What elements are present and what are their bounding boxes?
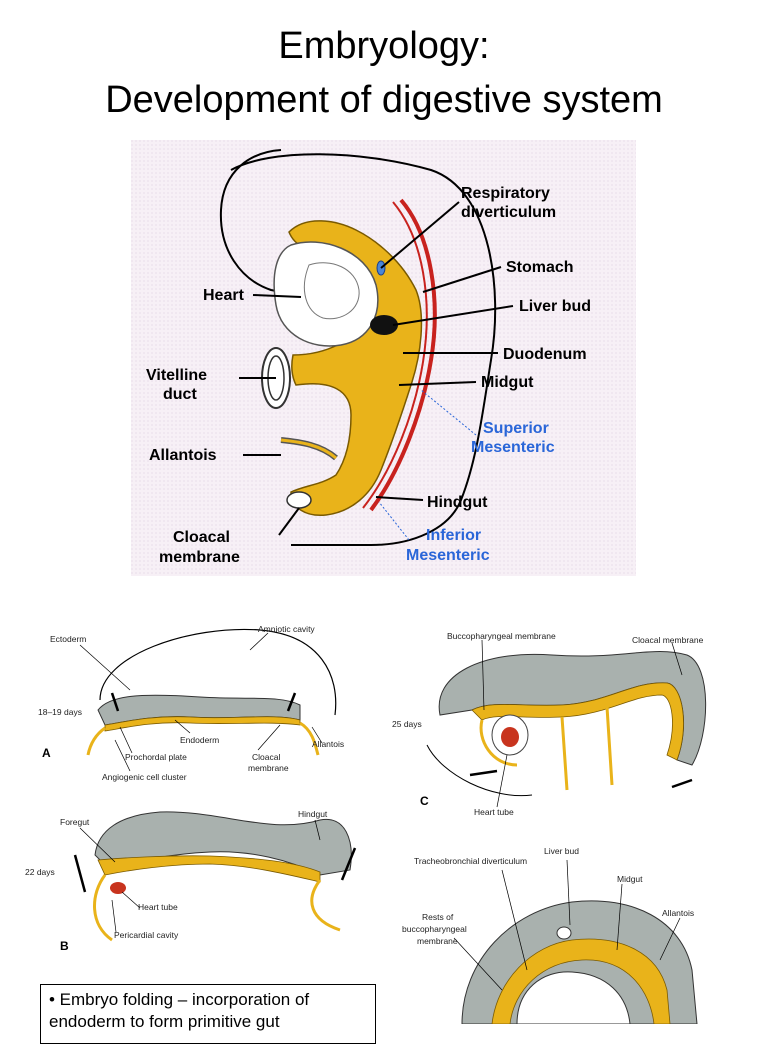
label-cloacal-1: Cloacal xyxy=(173,529,230,546)
leader-lines xyxy=(239,201,514,536)
head-fold-outline xyxy=(219,149,297,296)
label-vitelline-2: duct xyxy=(163,386,197,403)
panel-d-allantois: Allantois xyxy=(662,908,694,918)
panel-d-diagram: Tracheobronchial diverticulum Liver bud … xyxy=(402,846,698,1024)
panel-d-midgut: Midgut xyxy=(617,874,643,884)
label-hindgut: Hindgut xyxy=(427,494,488,511)
label-allantois: Allantois xyxy=(149,447,217,464)
panel-b-heart-tube: Heart tube xyxy=(138,902,178,912)
panel-d-tracheo: Tracheobronchial diverticulum xyxy=(414,856,527,866)
label-superior-2: Mesenteric xyxy=(471,439,555,456)
panel-a-endoderm: Endoderm xyxy=(180,735,219,745)
panel-b-pericardial: Pericardial cavity xyxy=(114,930,179,940)
panel-b-letter: B xyxy=(60,939,69,953)
panel-c-bucco: Buccopharyngeal membrane xyxy=(447,631,556,641)
panel-b-days: 22 days xyxy=(25,867,55,877)
panel-d-rests-3: membrane xyxy=(417,936,458,946)
label-stomach: Stomach xyxy=(506,259,574,276)
panel-a-cloacal-1: Cloacal xyxy=(252,752,280,762)
label-duodenum: Duodenum xyxy=(503,346,587,363)
label-cloacal-2: membrane xyxy=(159,549,240,566)
panel-b-foregut: Foregut xyxy=(60,817,90,827)
aorta-vessel xyxy=(369,198,437,512)
panel-a-cloacal-2: membrane xyxy=(248,763,289,773)
panel-c-diagram: Buccopharyngeal membrane Cloacal membran… xyxy=(392,631,707,817)
heart xyxy=(273,241,379,347)
label-respiratory-2: diverticulum xyxy=(461,204,556,221)
panel-a-ectoderm: Ectoderm xyxy=(50,634,86,644)
panel-c-letter: C xyxy=(420,794,429,808)
panel-a-amniotic: Amniotic cavity xyxy=(258,624,315,634)
label-respiratory-1: Respiratory xyxy=(461,185,550,202)
panel-d-liver-bud: Liver bud xyxy=(544,846,579,856)
caption-text: • Embryo folding – incorporation of endo… xyxy=(49,990,310,1031)
panel-a-diagram: Ectoderm Amniotic cavity 18–19 days Endo… xyxy=(38,624,344,782)
label-vitelline-1: Vitelline xyxy=(146,367,207,384)
panel-a-letter: A xyxy=(42,746,51,760)
panel-c-cloacal: Cloacal membrane xyxy=(632,635,704,645)
caption-box: • Embryo folding – incorporation of endo… xyxy=(40,984,376,1044)
cloacal-membrane xyxy=(286,491,312,509)
panel-a-prochordal: Prochordal plate xyxy=(125,752,187,762)
label-inferior-1: Inferior xyxy=(426,527,481,544)
main-embryo-diagram: Respiratory diverticulum Stomach Heart L… xyxy=(131,140,636,576)
panel-b-hindgut: Hindgut xyxy=(298,809,328,819)
slide-title-line2: Development of digestive system xyxy=(105,79,663,121)
label-superior-1: Superior xyxy=(483,420,549,437)
label-midgut: Midgut xyxy=(481,374,534,391)
liver-bud xyxy=(370,315,398,335)
panel-b-diagram: Foregut Hindgut 22 days Heart tube Peric… xyxy=(25,809,357,953)
embryo-outline xyxy=(230,153,497,546)
label-liver-bud: Liver bud xyxy=(519,298,591,315)
label-inferior-2: Mesenteric xyxy=(406,547,490,564)
slide-title-line1: Embryology: xyxy=(278,25,490,67)
panel-c-heart-tube: Heart tube xyxy=(474,807,514,817)
panel-a-allantois: Allantois xyxy=(312,739,344,749)
panel-a-days: 18–19 days xyxy=(38,707,82,717)
panel-d-rests-2: buccopharyngeal xyxy=(402,924,467,934)
panel-d-rests-1: Rests of xyxy=(422,912,454,922)
panel-c-days: 25 days xyxy=(392,719,422,729)
panel-a-angiogenic: Angiogenic cell cluster xyxy=(102,772,187,782)
label-heart: Heart xyxy=(203,287,245,304)
